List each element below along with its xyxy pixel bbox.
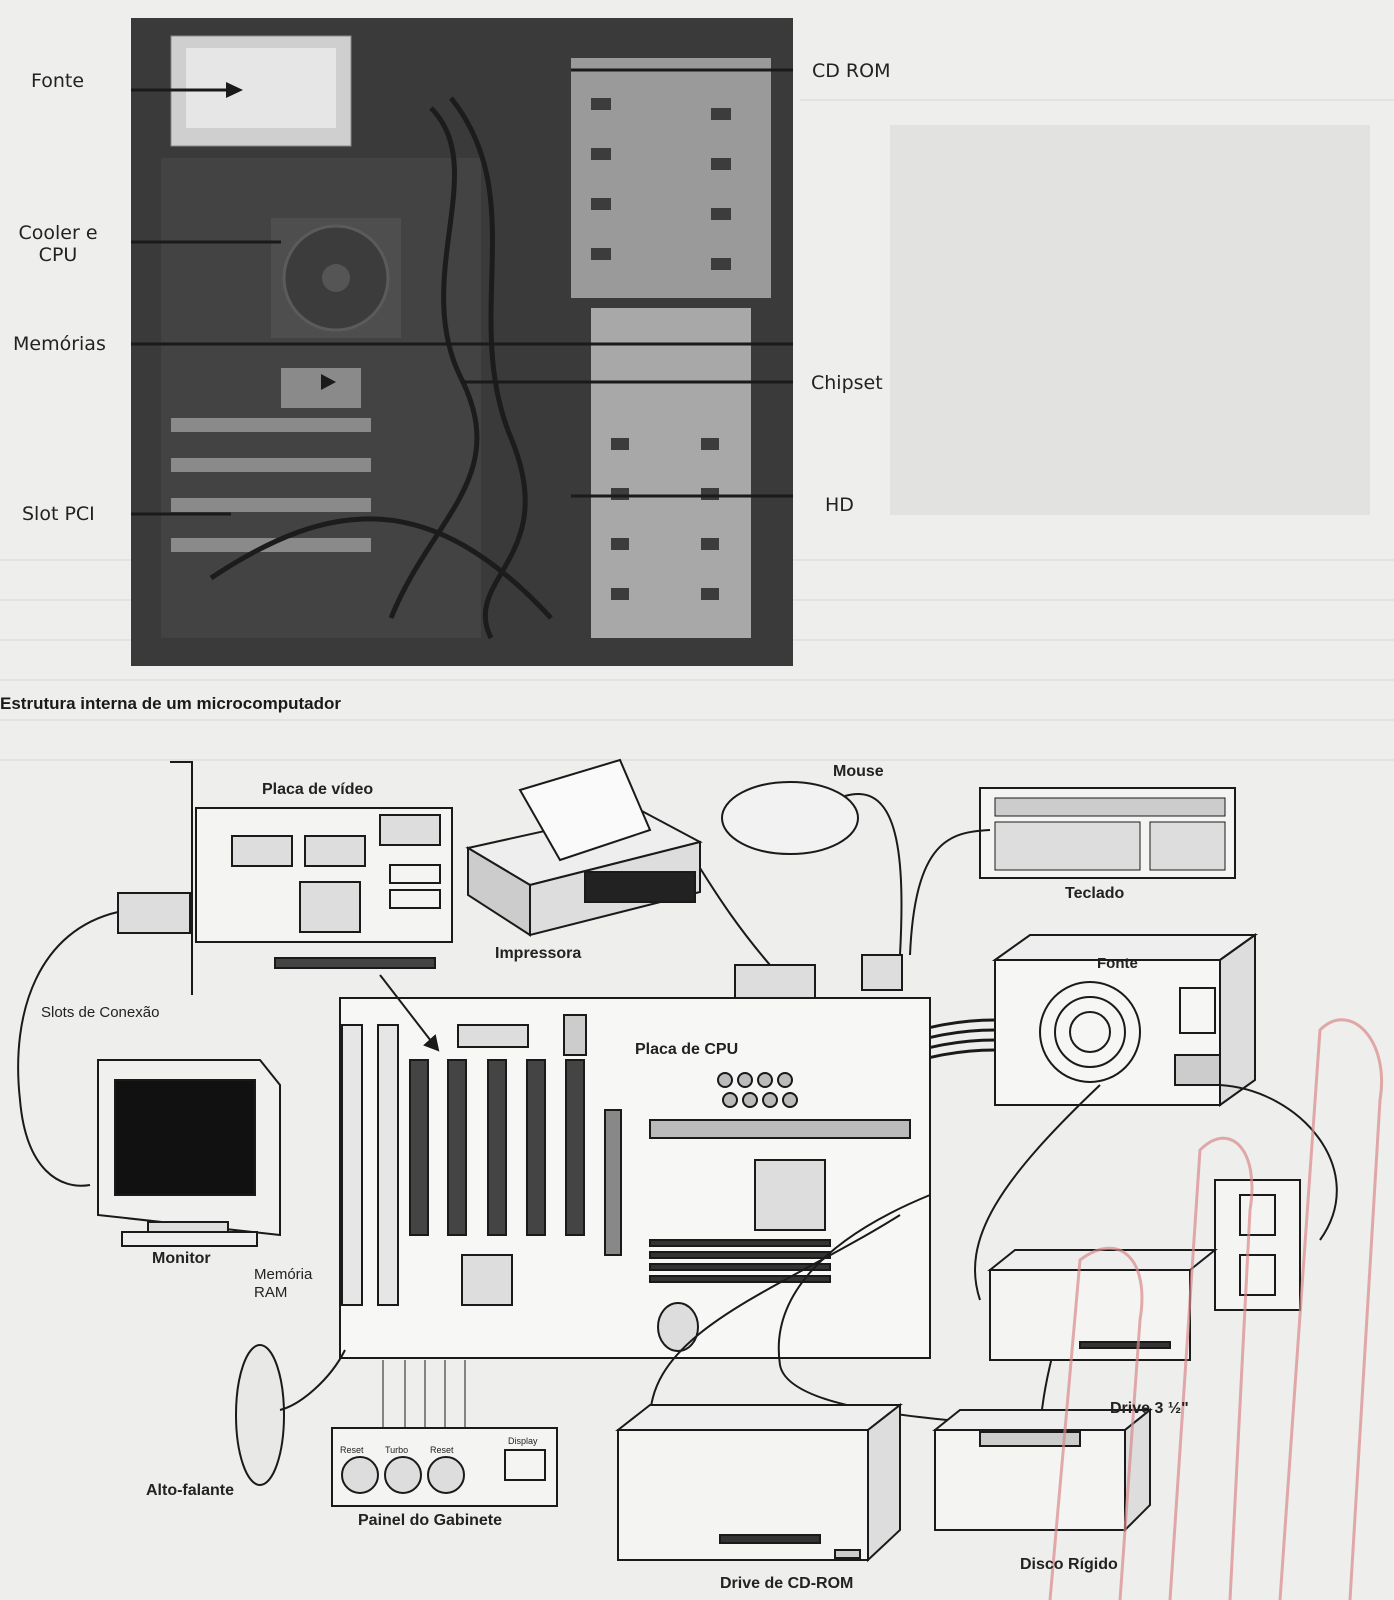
label-cooler-cpu: Cooler e CPU bbox=[18, 222, 98, 266]
hard-disk bbox=[932, 1407, 1153, 1533]
panel-button-label-1: Reset bbox=[340, 1445, 364, 1455]
label-chipset: Chipset bbox=[811, 372, 883, 394]
video-card-bracket bbox=[170, 761, 193, 995]
computer-components-diagram bbox=[17, 758, 1383, 1600]
monitor-cable bbox=[17, 911, 119, 1187]
computer-interior-photo bbox=[131, 18, 793, 666]
monitor bbox=[97, 1059, 281, 1247]
wall-outlet bbox=[1214, 1179, 1301, 1311]
mouse-cable bbox=[844, 793, 903, 956]
motherboard bbox=[339, 997, 931, 1359]
watermark-logo bbox=[1048, 1018, 1383, 1600]
cd-rom-drive bbox=[615, 1402, 903, 1563]
panel-button-label-3: Reset bbox=[430, 1445, 454, 1455]
power-cord bbox=[1219, 1084, 1338, 1241]
label-painel-gabinete: Painel do Gabinete bbox=[358, 1512, 503, 1529]
label-teclado: Teclado bbox=[1065, 885, 1125, 902]
label-fonte: Fonte bbox=[31, 70, 85, 92]
figure-caption: Estrutura interna de um microcomputador bbox=[0, 694, 341, 713]
label-monitor: Monitor bbox=[152, 1250, 211, 1267]
printer-cable bbox=[699, 867, 771, 966]
label-memoria-ram: Memória RAM bbox=[254, 1266, 313, 1301]
label-memorias: Memórias bbox=[13, 333, 106, 355]
label-drive-35: Drive 3 ½" bbox=[1110, 1400, 1189, 1417]
speaker bbox=[235, 1344, 285, 1486]
keyboard-cable bbox=[909, 829, 991, 956]
label-drive-cd-rom: Drive de CD-ROM bbox=[720, 1575, 854, 1592]
panel-display-label: Display bbox=[508, 1436, 538, 1446]
label-fonte-diagram: Fonte bbox=[1097, 955, 1138, 972]
printer bbox=[465, 758, 703, 937]
label-impressora: Impressora bbox=[495, 945, 582, 962]
label-placa-video: Placa de vídeo bbox=[262, 781, 374, 798]
label-disco-rigido: Disco Rígido bbox=[1020, 1556, 1118, 1573]
power-supply bbox=[991, 933, 1259, 1107]
label-cd-rom: CD ROM bbox=[812, 60, 891, 82]
label-slot-pci: Slot PCI bbox=[22, 503, 95, 525]
label-hd: HD bbox=[825, 494, 854, 516]
label-slots-conexao: Slots de Conexão bbox=[41, 1004, 160, 1021]
label-placa-cpu: Placa de CPU bbox=[635, 1041, 739, 1058]
floppy-drive bbox=[987, 1249, 1218, 1361]
mouse bbox=[721, 781, 859, 855]
panel-button-label-2: Turbo bbox=[385, 1445, 409, 1455]
label-mouse: Mouse bbox=[833, 763, 884, 780]
label-alto-falante: Alto-falante bbox=[146, 1482, 234, 1499]
